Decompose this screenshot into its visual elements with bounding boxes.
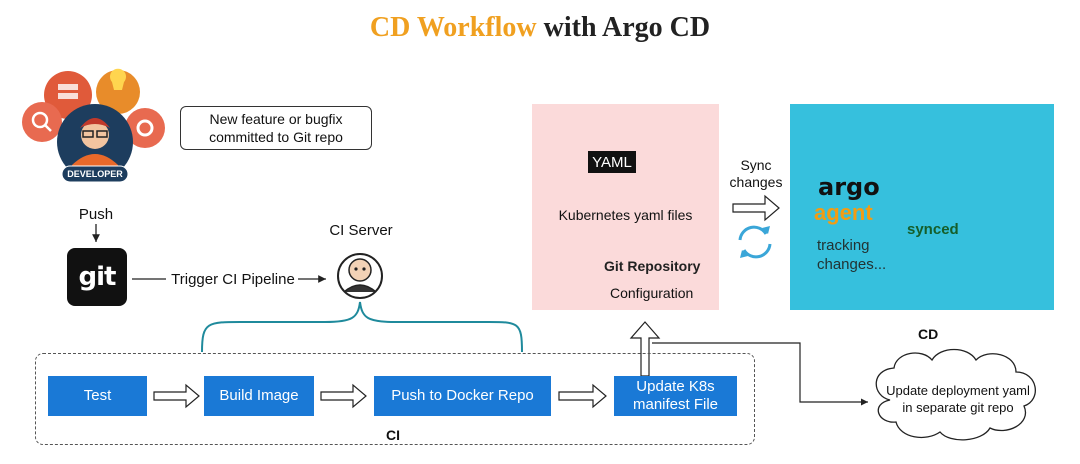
commit-note-line1: New feature or bugfix	[209, 111, 343, 127]
avatar-hair	[80, 118, 110, 128]
kubernetes-yaml-files-label: Kubernetes yaml files	[558, 207, 693, 223]
cloud-line1: Update deployment yaml	[886, 383, 1030, 398]
gear-icon	[136, 119, 154, 137]
synced-label: synced	[907, 221, 959, 238]
cd-argo-panel	[790, 104, 1054, 310]
server-icon	[58, 84, 78, 90]
yaml-badge: YAML	[588, 151, 636, 173]
git-repository-label: Git Repository	[604, 258, 701, 274]
cloud-shape	[875, 348, 1036, 441]
tracking-changes-label: tracking changes...	[817, 236, 886, 274]
arrow-build-to-push	[320, 383, 367, 409]
sync-line2: changes	[729, 174, 783, 190]
push-label: Push	[78, 206, 114, 223]
search-icon	[31, 111, 49, 129]
developer-badge-bg	[61, 165, 129, 183]
cloud-note: Update deployment yaml in separate git r…	[876, 382, 1040, 416]
tracking-line1: tracking	[817, 237, 870, 254]
kubernetes-config-panel	[532, 104, 719, 310]
ci-step-update-manifest: Update K8s manifest File	[614, 376, 737, 416]
avatar-face	[81, 121, 109, 149]
ci-server-label: CI Server	[329, 222, 393, 239]
cloud-line2: in separate git repo	[902, 400, 1014, 415]
sync-line1: Sync	[740, 157, 772, 173]
commit-note-line2: committed to Git repo	[209, 129, 343, 145]
ci-step-build-image: Build Image	[204, 376, 314, 416]
arrow-test-to-build	[153, 383, 200, 409]
cloud-connector	[652, 342, 868, 406]
ci-step-test: Test	[48, 376, 147, 416]
commit-note-box: New feature or bugfix committed to Git r…	[180, 106, 372, 150]
configuration-label: Configuration	[610, 285, 694, 301]
sync-changes-label: Sync changes	[724, 157, 788, 191]
lightbulb-icon-bubble	[96, 70, 140, 114]
title-accent: CD Workflow	[369, 12, 537, 43]
sync-arrow	[732, 194, 780, 222]
glasses-icon	[82, 130, 94, 138]
arrow-push-to-update	[558, 383, 607, 409]
search-icon-bubble	[22, 102, 62, 142]
trigger-ci-label: Trigger CI Pipeline	[171, 271, 295, 288]
update-line1: Update K8s	[636, 378, 715, 395]
update-line2: manifest File	[632, 396, 719, 413]
cd-label: CD	[918, 326, 939, 342]
developer-badge: DEVELOPER	[67, 169, 123, 179]
tracking-line2: changes...	[817, 256, 887, 273]
refresh-icon	[738, 225, 772, 259]
up-arrow-to-repo	[629, 321, 661, 377]
git-logo: git	[67, 248, 127, 306]
ci-step-arrows	[153, 383, 607, 409]
ci-pipeline-box	[35, 353, 755, 445]
argo-wordmark: argo	[818, 173, 880, 201]
jenkins-icon	[337, 253, 383, 299]
title-rest: with Argo CD	[543, 12, 711, 43]
agent-label: agent	[814, 200, 873, 225]
ci-bracket	[201, 301, 523, 353]
lightbulb-icon	[110, 68, 126, 90]
gear-icon-bubble	[125, 108, 165, 148]
page-title: CD Workflow with Argo CD	[0, 12, 1080, 44]
developer-illustration	[22, 68, 165, 183]
ci-label: CI	[386, 427, 400, 443]
ci-step-push-docker: Push to Docker Repo	[374, 376, 551, 416]
